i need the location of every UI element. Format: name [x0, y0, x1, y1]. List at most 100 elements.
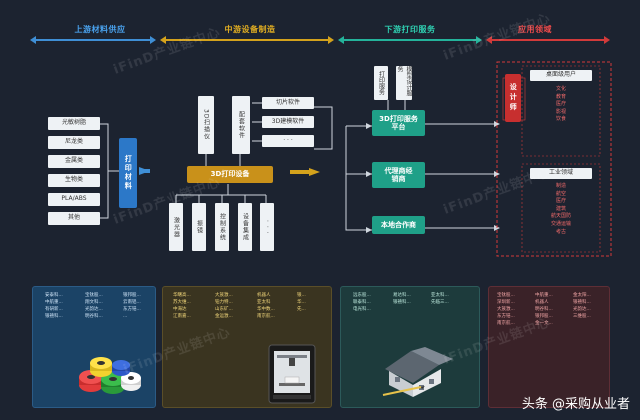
application-line: [488, 39, 608, 41]
application-item: 影视: [555, 108, 566, 115]
company-name: 银禧科...: [573, 300, 591, 305]
company-name: 南京航...: [497, 321, 515, 326]
application-companies-panel: 宝钛股... 中航重... 金太阳... 深圳新... 机器人 银禧科... 大…: [488, 286, 610, 408]
industrial-box: 工业领域: [530, 168, 592, 179]
company-name: 深圳新...: [497, 300, 515, 305]
printer-node: 3D打印设备: [187, 166, 273, 183]
company-name: 安泰科...: [45, 293, 63, 298]
company-name: 宝钛股...: [85, 293, 103, 298]
company-name: 中航重...: [535, 293, 553, 298]
company-name: 明谷科...: [535, 307, 553, 312]
company-name: 银禧科...: [45, 314, 63, 319]
company-name: 铂力特...: [215, 300, 233, 305]
header-downstream: 下游打印服务: [384, 25, 436, 34]
company-name: 翔文科...: [85, 300, 103, 305]
company-name: 机器人: [257, 293, 271, 298]
application-item: 建筑: [555, 205, 566, 212]
company-name: 华...: [297, 300, 306, 305]
company-name: 亚太科...: [431, 293, 449, 298]
company-name: 云南铝...: [123, 300, 141, 305]
company-name: 明谷科...: [85, 314, 103, 319]
part-box: 振镜: [192, 203, 206, 251]
company-name: 电光科...: [353, 307, 371, 312]
slice-software-box: 切片软件: [262, 97, 314, 109]
company-name: 银...: [297, 293, 306, 298]
application-item: 文化: [555, 86, 566, 92]
filament-spools-image: [79, 357, 141, 394]
upstream-companies-panel: 安泰科... 宝钛股... 银邦股... 中航重... 翔文科... 云南铝..…: [32, 286, 156, 408]
application-item: 医疗: [555, 101, 566, 108]
company-name: 易达科...: [393, 293, 411, 298]
part-box: 控制系统: [215, 203, 229, 251]
local-partner-node: 本地合作商: [372, 216, 425, 234]
header-midstream: 中游设备制造: [224, 25, 276, 34]
header-application: 应用领域: [518, 25, 552, 34]
company-name: 光韵达...: [573, 307, 591, 312]
company-name: 东方锆...: [123, 307, 141, 312]
company-name: 金太阳...: [573, 293, 591, 298]
company-name: 有研新...: [45, 307, 63, 312]
application-item: 交通运输: [550, 220, 571, 227]
application-item: 航空: [555, 190, 566, 197]
agent-node: 代理商经销商: [372, 162, 425, 188]
company-name: 先...: [297, 307, 306, 312]
downstream-line: [340, 39, 480, 41]
platform-node: 3D打印服务平台: [372, 110, 425, 136]
designer-node: 设计师: [505, 74, 521, 122]
material-item: 生物类: [48, 174, 100, 187]
upstream-line: [32, 39, 154, 41]
midstream-companies-panel: 华曙高... 大族激... 机器人 银... 苏大维... 铂力特... 亚太科…: [162, 286, 332, 408]
downstream-companies-panel: 远东股... 易达科... 亚太科... 联泰科... 银禧科... 先临三..…: [340, 286, 480, 408]
company-name: 机器人: [535, 300, 549, 305]
software-more-box: · · ·: [262, 135, 314, 147]
header-upstream: 上游材料供应: [74, 25, 126, 34]
application-item: 医疗: [555, 198, 566, 205]
software-box: 配套软件: [232, 96, 250, 154]
house-model-image: [382, 347, 453, 397]
company-name: 银禧科...: [393, 300, 411, 305]
midstream-line: [162, 39, 332, 41]
3d-printer-image: [268, 344, 316, 404]
company-name: 银邦股...: [535, 314, 553, 319]
company-name: 联泰科...: [353, 300, 371, 305]
company-name: 光韵达...: [85, 307, 103, 312]
company-name: 中航重...: [45, 300, 63, 305]
modeling-software-box: 3D建模软件: [262, 116, 314, 128]
company-name: 苏大维...: [173, 300, 191, 305]
company-name: 金一文...: [535, 321, 553, 326]
company-name: 银邦股...: [123, 293, 141, 298]
material-item: 光敏树脂: [48, 117, 100, 130]
company-name: 三维股...: [573, 314, 591, 319]
material-item: 金属类: [48, 155, 100, 168]
application-item: 制造: [555, 183, 566, 189]
material-item: PLA/ABS: [48, 193, 100, 206]
company-name: 宝钛股...: [497, 293, 515, 298]
material-item: 其他: [48, 212, 100, 225]
application-item: 教育: [555, 93, 566, 100]
part-box: 激光器: [169, 203, 183, 251]
application-item: 饮食: [555, 116, 566, 123]
company-name: 江南嘉...: [173, 314, 191, 319]
desktop-users-list: 文化 教育 医疗 影视 饮食: [541, 86, 581, 124]
industrial-list: 制造 航空 医疗 建筑 航天国防 交通运输 考古: [541, 183, 581, 236]
part-box: · · ·: [260, 203, 274, 251]
company-name: 东方锆...: [497, 314, 515, 319]
print-material-node: 打印材料: [119, 138, 137, 208]
company-name: 先临三...: [431, 300, 449, 305]
print-service-box: 打印服务: [374, 66, 388, 100]
company-name: 华中数...: [257, 307, 275, 312]
company-name: 大族激...: [497, 307, 515, 312]
application-item: 航天国防: [550, 213, 571, 220]
application-item: 考古: [555, 228, 566, 235]
material-item: 尼龙类: [48, 136, 100, 149]
company-name: 远东股...: [353, 293, 371, 298]
company-name: 南京航...: [257, 314, 275, 319]
company-name: 山东矿...: [215, 307, 233, 312]
footer-credit: 头条 @采购从业者: [521, 397, 630, 412]
company-name: ...: [123, 314, 128, 319]
part-box: 设备集成: [238, 203, 252, 251]
company-name: 华曙高...: [173, 293, 191, 298]
company-name: 中海达: [173, 307, 187, 312]
